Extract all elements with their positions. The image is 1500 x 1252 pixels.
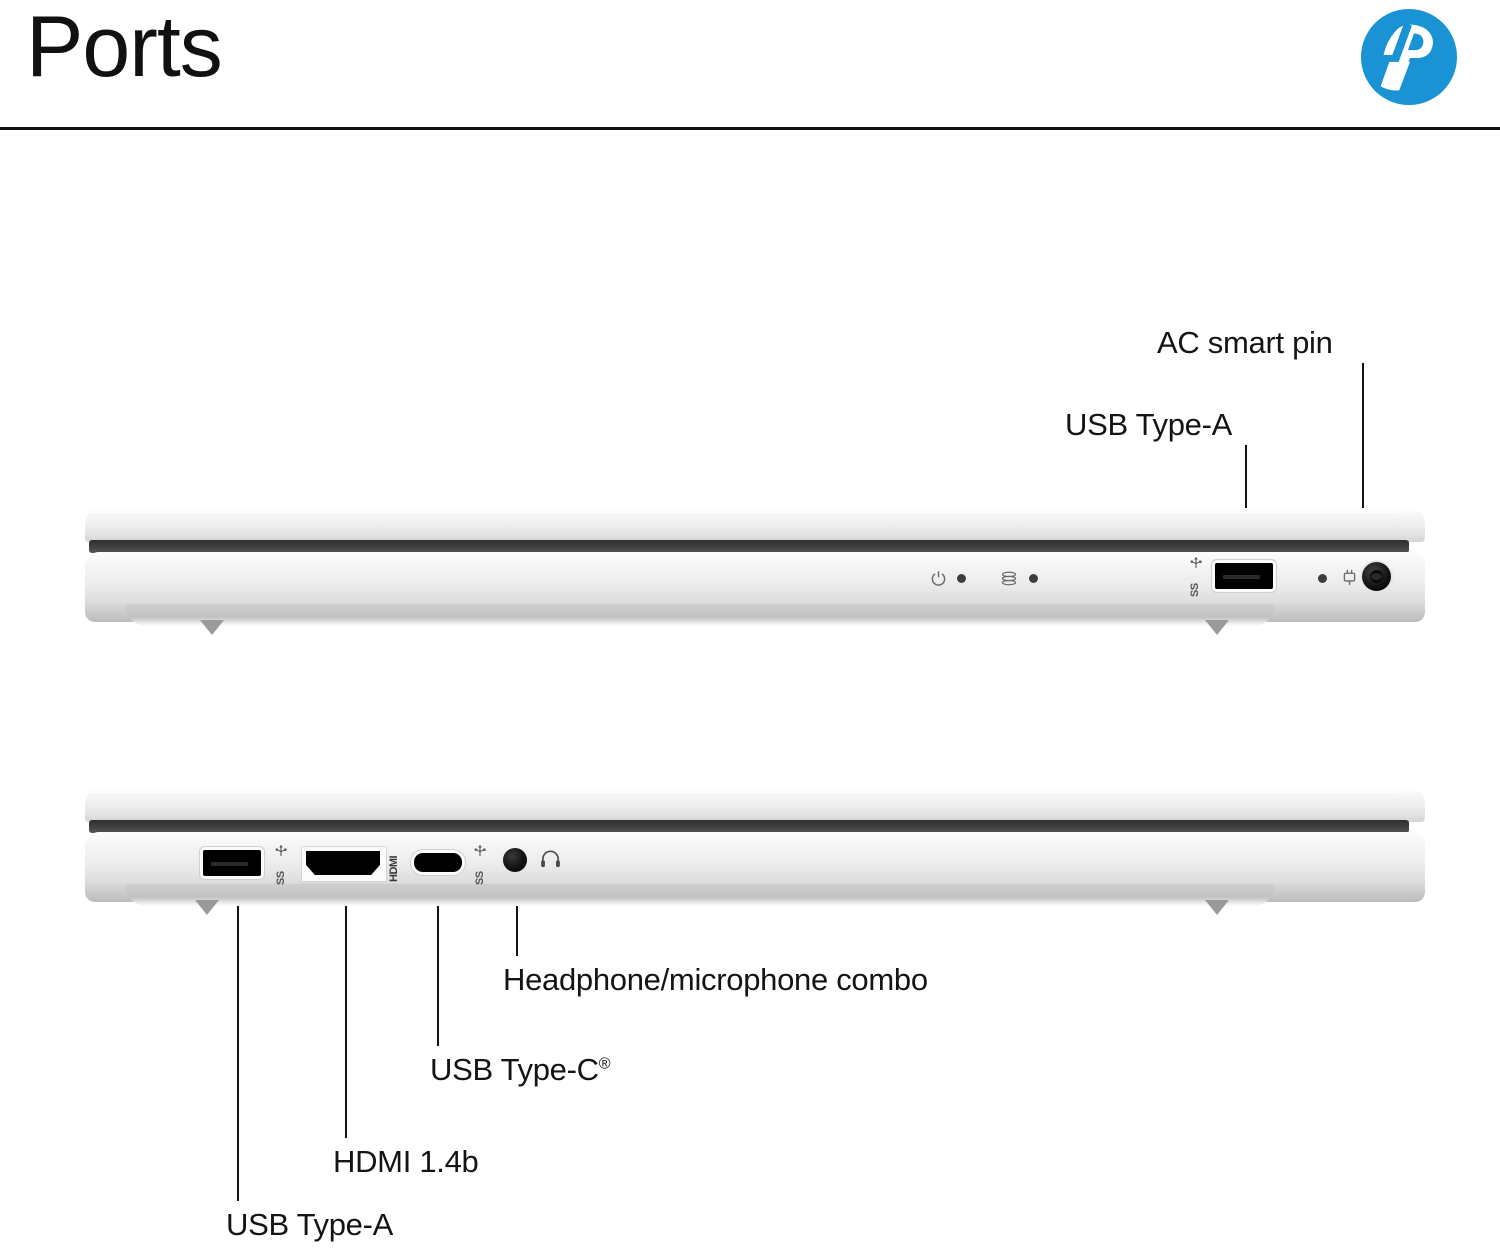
callout-label-headphone-combo: Headphone/microphone combo (503, 962, 928, 997)
ac-power-plug-icon (1343, 569, 1356, 586)
ac-smart-pin-port (1362, 562, 1391, 591)
drive-activity-icon (1001, 571, 1017, 586)
power-led (957, 574, 966, 583)
page-title: Ports (26, 0, 223, 95)
laptop-underside (125, 604, 1275, 626)
usb-type-c-text: USB Type-C (430, 1052, 599, 1087)
power-indicator-icon (931, 571, 946, 586)
laptop-foot-left (195, 900, 219, 915)
laptop-foot-left (200, 620, 224, 635)
callout-label-hdmi: HDMI 1.4b (333, 1144, 479, 1179)
hp-logo (1360, 8, 1458, 106)
leader-line-usb-type-c (437, 906, 439, 1046)
usb-trident-icon (1190, 556, 1202, 568)
hdmi-port (306, 851, 380, 875)
callout-label-usb-type-c: USB Type-C® (430, 1052, 611, 1088)
battery-led (1318, 574, 1327, 583)
callout-label-usb-type-a-bottom: USB Type-A (226, 1207, 394, 1242)
registered-trademark-symbol: ® (598, 1055, 611, 1073)
laptop-lid (85, 788, 1425, 822)
leader-line-usb-type-a-top (1245, 445, 1247, 513)
usb-type-a-port (1215, 563, 1273, 589)
superspeed-marking-usba: SS (275, 871, 287, 885)
superspeed-marking-usbc: SS (474, 871, 486, 885)
laptop-foot-right (1205, 900, 1229, 915)
drive-led (1029, 574, 1038, 583)
leader-line-usb-type-a-bottom (237, 906, 239, 1201)
hdmi-marking: HDMI (388, 855, 400, 882)
leader-line-headphone-combo (516, 906, 518, 956)
laptop-hinge (89, 820, 1409, 833)
header-divider (0, 127, 1500, 130)
usb-trident-icon (474, 844, 486, 856)
laptop-underside (125, 884, 1275, 906)
laptop-foot-right (1205, 620, 1229, 635)
laptop-hinge (89, 540, 1409, 553)
leader-line-hdmi (345, 906, 347, 1138)
headphone-jack-port (503, 848, 527, 872)
usb-type-c-port (414, 853, 462, 872)
headset-icon (541, 850, 560, 868)
callout-label-usb-type-a-top: USB Type-A (1065, 407, 1233, 442)
callout-label-ac-smart-pin: AC smart pin (1157, 325, 1333, 360)
laptop-lid (85, 508, 1425, 542)
laptop-left-side-illustration: SS HDMI SS (85, 788, 1425, 915)
leader-line-ac-smart-pin (1362, 363, 1364, 513)
usb-trident-icon (275, 844, 287, 856)
usb-type-a-port (203, 850, 261, 876)
laptop-right-side-illustration: SS (85, 508, 1425, 635)
